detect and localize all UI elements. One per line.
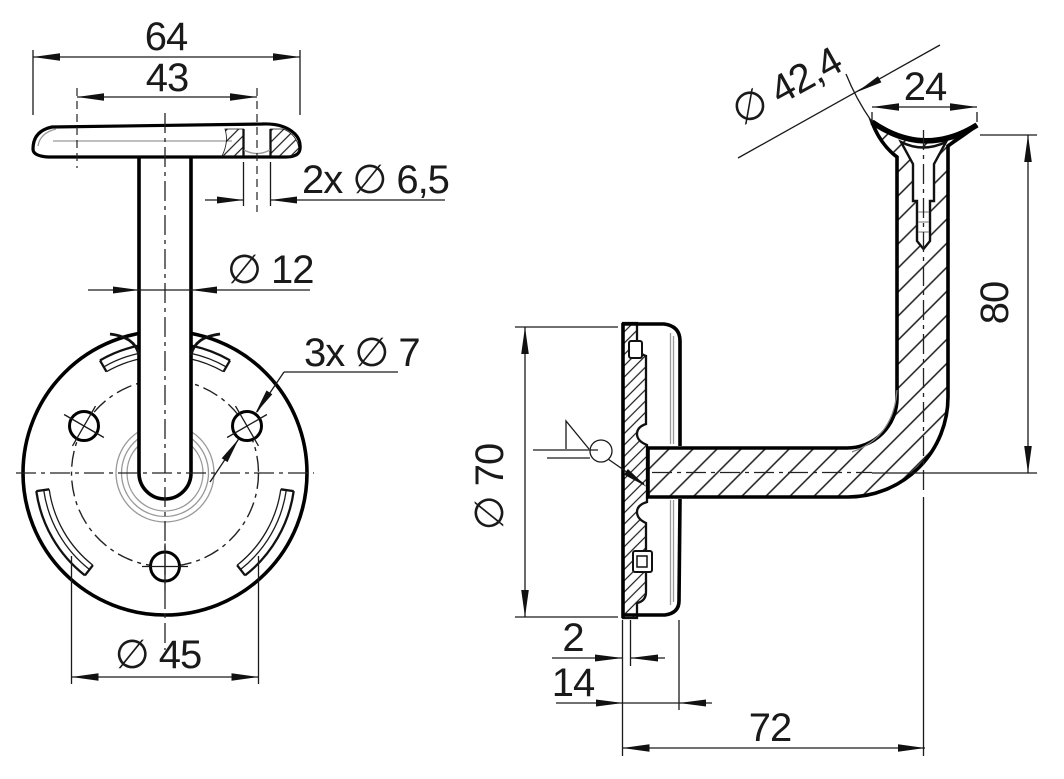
dim-2x-6-5-label: 2x ∅ 6,5 xyxy=(302,158,449,202)
dim-24-label: 24 xyxy=(904,65,947,109)
dim-3x-7-label: 3x ∅ 7 xyxy=(304,331,420,375)
dim-70: ∅ 70 xyxy=(468,326,618,618)
dim-70-label: ∅ 70 xyxy=(468,444,512,530)
dim-45-label: ∅ 45 xyxy=(115,633,201,677)
dim-3x-7: 3x ∅ 7 xyxy=(209,331,421,483)
dim-14-label: 14 xyxy=(552,661,595,705)
dim-2x-6-5: 2x ∅ 6,5 xyxy=(205,158,450,206)
dim-2: 2 xyxy=(552,616,665,756)
dim-43-label: 43 xyxy=(146,56,189,100)
front-view: 64 43 2x ∅ 6,5 ∅ 12 xyxy=(16,15,450,684)
saddle-seat-edge xyxy=(870,119,979,144)
stem-flare-left xyxy=(109,332,141,356)
dim-2-label: 2 xyxy=(562,616,583,660)
dim-42-4-label: ∅ 42,4 xyxy=(725,38,850,134)
dim-64: 64 xyxy=(32,15,301,115)
dim-45: ∅ 45 xyxy=(70,556,260,684)
dim-64-label: 64 xyxy=(145,15,188,59)
stem-flare-right xyxy=(189,332,221,356)
dim-80-label: 80 xyxy=(973,282,1017,325)
dim-80: 80 xyxy=(973,134,1037,473)
cover-cap-outline xyxy=(623,322,682,617)
dim-72-label: 72 xyxy=(749,706,792,750)
dim-12: ∅ 12 xyxy=(88,248,314,294)
side-view: ∅ 42,4 24 80 ∅ 70 xyxy=(468,38,1037,756)
saddle-section-hatch-left xyxy=(221,128,244,157)
dim-12-label: ∅ 12 xyxy=(227,248,313,292)
wall-plate-section xyxy=(621,321,649,620)
plate-screw-holes xyxy=(63,405,268,590)
elbow-hidden-curve xyxy=(851,389,898,453)
dim-14: 14 xyxy=(552,620,712,710)
dim-24: 24 xyxy=(871,65,978,122)
plate-clip-top xyxy=(628,340,643,359)
saddle-section-hatch-right xyxy=(270,128,300,157)
dim-43: 43 xyxy=(77,56,257,101)
dim-72: 72 xyxy=(622,706,925,752)
plate-clip-bottom xyxy=(632,550,653,573)
saddle-screw xyxy=(898,139,949,251)
weld-symbol xyxy=(533,419,647,487)
